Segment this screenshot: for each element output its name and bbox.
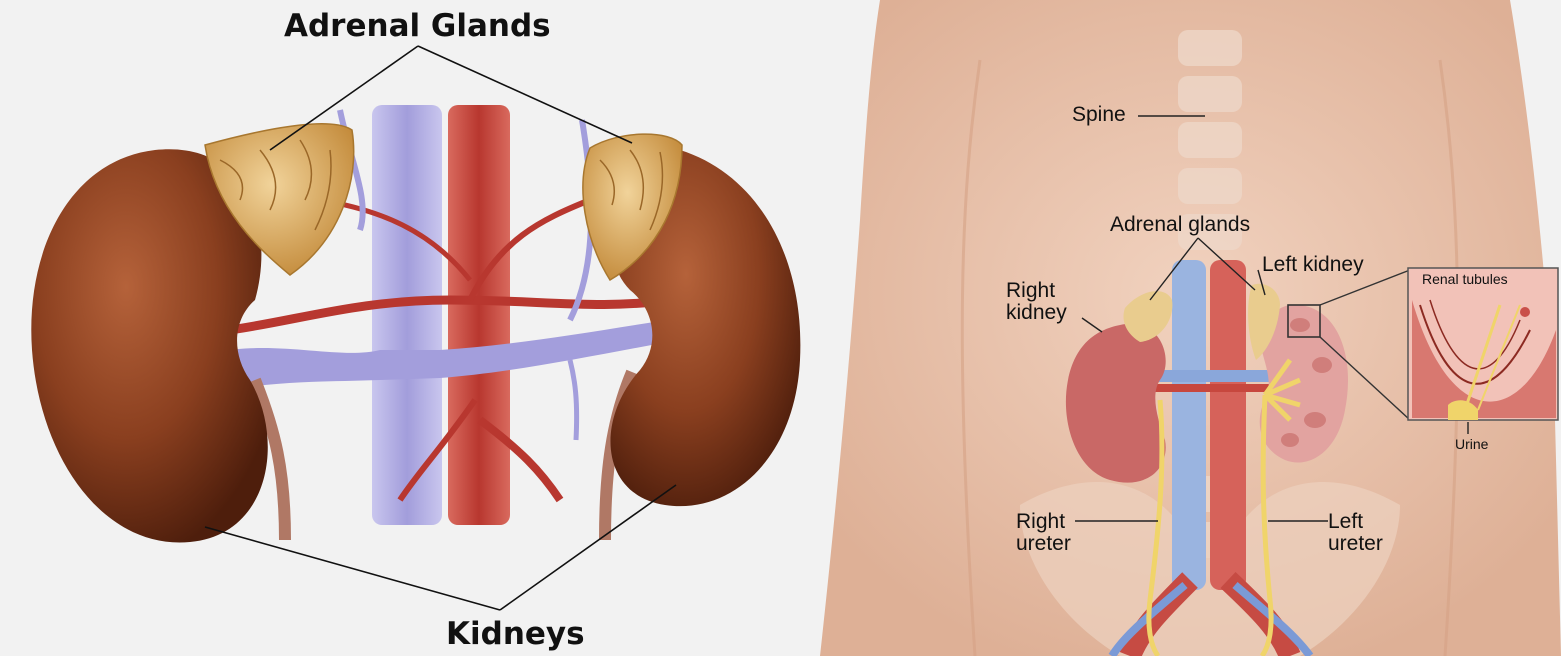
label-spine: Spine — [1072, 104, 1126, 126]
label-urine: Urine — [1455, 437, 1488, 452]
label-left-ureter-line2: ureter — [1328, 533, 1383, 555]
label-right-ureter: Right ureter — [1016, 511, 1071, 555]
vena-cava-body — [1172, 260, 1206, 590]
left-panel-artwork — [0, 46, 810, 656]
aorta-body — [1210, 260, 1246, 590]
label-right-kidney-line1: Right — [1006, 280, 1067, 302]
label-right-ureter-line2: ureter — [1016, 533, 1071, 555]
label-left-kidney: Left kidney — [1262, 254, 1364, 276]
label-right-kidney: Right kidney — [1006, 280, 1067, 324]
label-right-kidney-line2: kidney — [1006, 302, 1067, 324]
label-left-ureter: Left ureter — [1328, 511, 1383, 555]
label-adrenal-glands-body: Adrenal glands — [1110, 214, 1250, 236]
renal-tubules-inset — [1408, 268, 1558, 420]
label-adrenal-glands: Adrenal Glands — [284, 10, 551, 43]
label-renal-tubules: Renal tubules — [1422, 272, 1508, 287]
label-kidneys: Kidneys — [446, 618, 585, 651]
label-left-ureter-line1: Left — [1328, 511, 1383, 533]
right-panel-artwork — [810, 0, 1561, 656]
label-right-ureter-line1: Right — [1016, 511, 1071, 533]
